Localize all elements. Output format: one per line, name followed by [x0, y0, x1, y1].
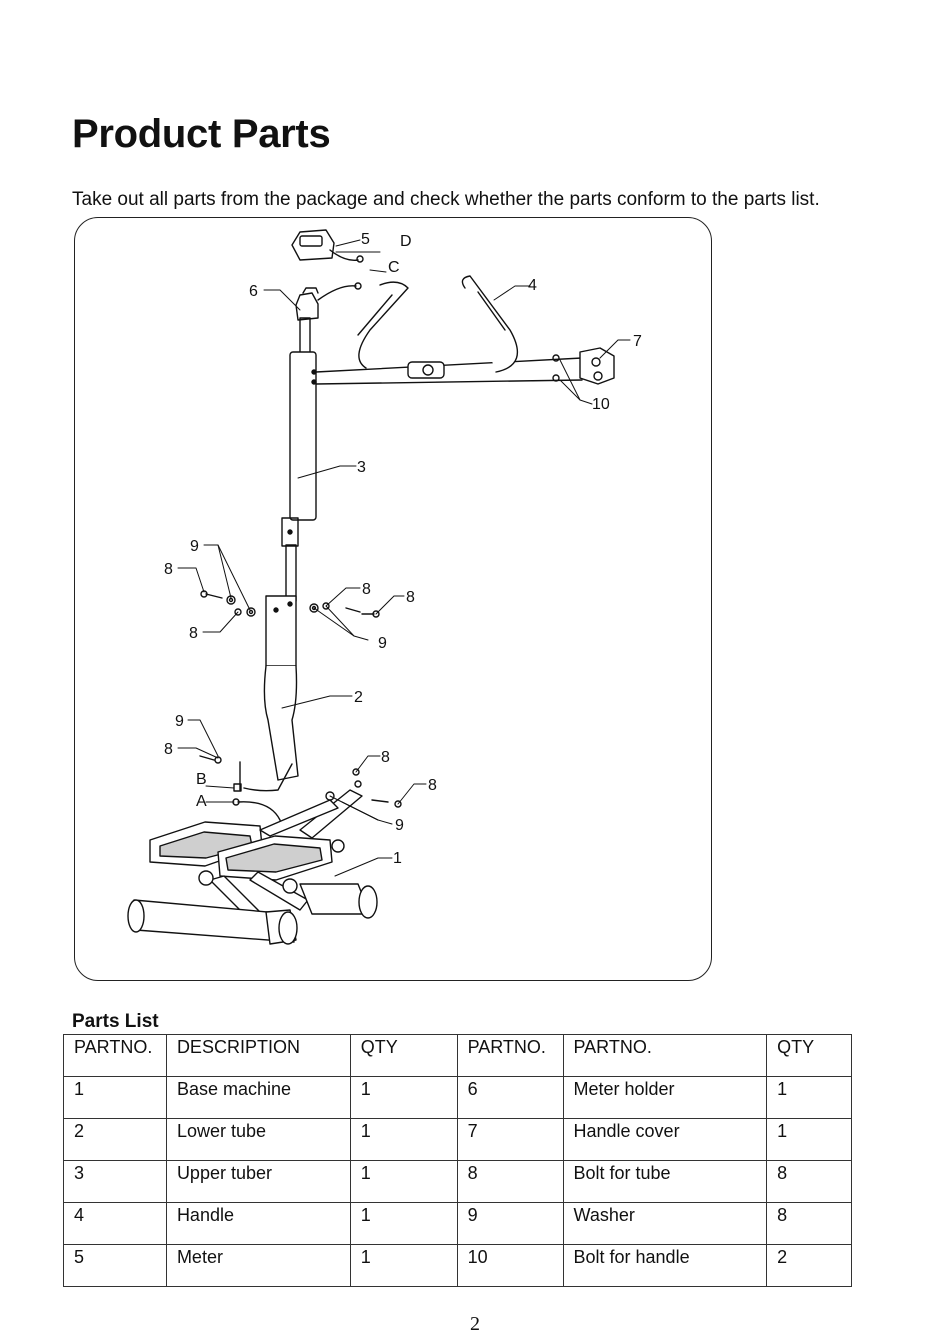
lower-tube-part	[263, 595, 299, 781]
label-2: 2	[354, 689, 363, 706]
intro-text: Take out all parts from the package and …	[72, 189, 820, 210]
middle-fasteners	[200, 590, 380, 618]
table-cell: Bolt for tube	[562, 1160, 768, 1203]
table-cell: 5	[63, 1244, 167, 1287]
table-cell: 8	[456, 1160, 564, 1203]
header-cell: PARTNO.	[562, 1034, 768, 1077]
page-number: 2	[470, 1313, 480, 1335]
leader-lines	[177, 239, 631, 877]
label-8d: 8	[189, 625, 198, 642]
label-8c: 8	[406, 589, 415, 606]
page-title: Product Parts	[72, 112, 331, 156]
header-cell: QTY	[766, 1034, 852, 1077]
table-cell: 3	[63, 1160, 167, 1203]
table-cell: Meter	[165, 1244, 351, 1287]
label-10: 10	[592, 396, 610, 413]
table-cell: 8	[766, 1202, 852, 1245]
table-cell: 1	[349, 1076, 458, 1119]
parts-table: PARTNO. DESCRIPTION QTY PARTNO. PARTNO. …	[63, 1034, 852, 1287]
table-row: 2 Lower tube 1 7 Handle cover 1	[63, 1118, 852, 1161]
handle-part	[315, 275, 583, 385]
table-cell: 7	[456, 1118, 564, 1161]
table-cell: 2	[63, 1118, 167, 1161]
diagram-frame	[74, 217, 712, 981]
table-cell: 1	[349, 1160, 458, 1203]
base-machine-part	[127, 789, 378, 945]
table-cell: Handle	[165, 1202, 351, 1245]
table-row: 1 Base machine 1 6 Meter holder 1	[63, 1076, 852, 1119]
header-cell: DESCRIPTION	[165, 1034, 351, 1077]
label-8f: 8	[381, 749, 390, 766]
label-9d: 9	[395, 817, 404, 834]
header-cell: PARTNO.	[456, 1034, 564, 1077]
table-cell: 10	[456, 1244, 564, 1287]
upper-tube-part	[281, 317, 317, 602]
table-cell: 2	[766, 1244, 852, 1287]
label-8b: 8	[362, 581, 371, 598]
table-cell: 8	[766, 1160, 852, 1203]
label-3: 3	[357, 459, 366, 476]
label-5: 5	[361, 231, 370, 248]
label-d: D	[400, 233, 412, 250]
meter-part	[291, 229, 364, 263]
table-row: 3 Upper tuber 1 8 Bolt for tube 8	[63, 1160, 852, 1203]
table-cell: Lower tube	[165, 1118, 351, 1161]
label-c: C	[388, 259, 400, 276]
label-1: 1	[393, 850, 402, 867]
meter-holder-part	[295, 287, 319, 321]
table-header-row: PARTNO. DESCRIPTION QTY PARTNO. PARTNO. …	[63, 1034, 852, 1077]
table-cell: Meter holder	[562, 1076, 768, 1119]
label-8g: 8	[428, 777, 437, 794]
label-9b: 9	[378, 635, 387, 652]
table-cell: 4	[63, 1202, 167, 1245]
label-b: B	[196, 771, 207, 788]
table-cell: Bolt for handle	[562, 1244, 768, 1287]
table-cell: 1	[349, 1244, 458, 1287]
table-cell: 1	[63, 1076, 167, 1119]
table-cell: Upper tuber	[165, 1160, 351, 1203]
table-cell: 1	[349, 1202, 458, 1245]
parts-list-heading: Parts List	[72, 1011, 159, 1032]
table-cell: Washer	[562, 1202, 768, 1245]
label-8a: 8	[164, 561, 173, 578]
label-9a: 9	[190, 538, 199, 555]
label-4: 4	[528, 277, 537, 294]
table-cell: 1	[766, 1076, 852, 1119]
handle-cover-part	[552, 347, 615, 385]
table-cell: 6	[456, 1076, 564, 1119]
header-cell: QTY	[349, 1034, 458, 1077]
label-8e: 8	[164, 741, 173, 758]
base-fasteners	[325, 768, 402, 808]
table-cell: 9	[456, 1202, 564, 1245]
label-a: A	[196, 793, 207, 810]
label-7: 7	[633, 333, 642, 350]
table-cell: Base machine	[165, 1076, 351, 1119]
label-9c: 9	[175, 713, 184, 730]
label-6: 6	[249, 283, 258, 300]
table-row: 4 Handle 1 9 Washer 8	[63, 1202, 852, 1245]
table-cell: 1	[766, 1118, 852, 1161]
header-cell: PARTNO.	[63, 1034, 167, 1077]
table-row: 5 Meter 1 10 Bolt for handle 2	[63, 1244, 852, 1287]
exploded-parts-diagram: 5 D C 6 4 7 10 3 9 8 8 8 8 9 2 9 8 8 B 8…	[127, 229, 642, 945]
table-cell: Handle cover	[562, 1118, 768, 1161]
table-cell: 1	[349, 1118, 458, 1161]
